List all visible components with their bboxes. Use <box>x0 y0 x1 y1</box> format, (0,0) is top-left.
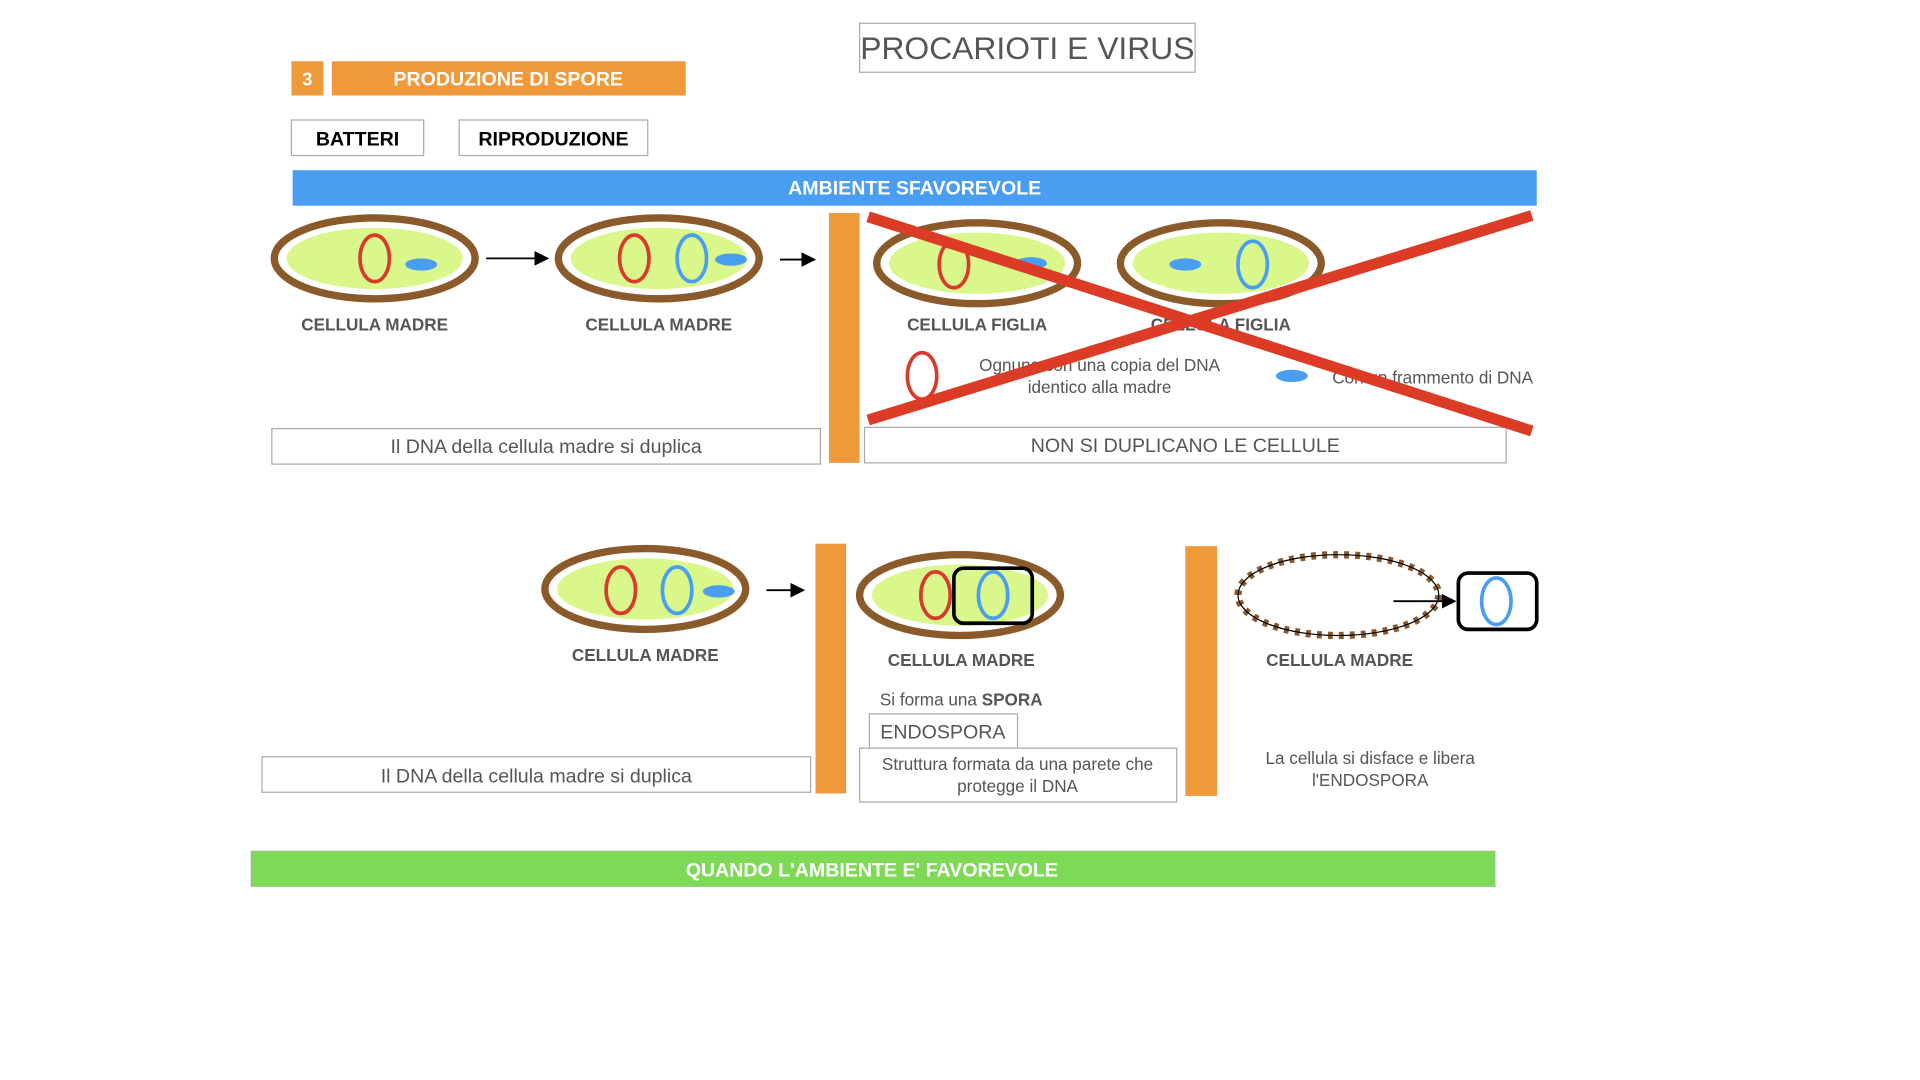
cell-label: CELLULA MADRE <box>1266 650 1413 670</box>
dna-blue-icon <box>660 565 694 616</box>
cell-label: CELLULA MADRE <box>888 650 1035 670</box>
divider-bar <box>815 543 847 794</box>
plasmid-icon <box>702 585 735 598</box>
caption-no-duplicate: NON SI DUPLICANO LE CELLULE <box>863 426 1507 464</box>
plasmid-icon <box>405 258 438 271</box>
cell-label: CELLULA MADRE <box>301 315 448 335</box>
endospora-label: ENDOSPORA <box>868 713 1019 749</box>
caption-duplicates: Il DNA della cellula madre si duplica <box>271 427 822 465</box>
svg-text:Struttura formata da una paret: Struttura formata da una parete che <box>882 754 1153 774</box>
svg-text:protegge il DNA: protegge il DNA <box>957 776 1078 796</box>
dna-blue-icon <box>1236 239 1270 290</box>
svg-text:Il DNA della cellula madre si: Il DNA della cellula madre si duplica <box>381 765 692 787</box>
svg-text:ENDOSPORA: ENDOSPORA <box>880 721 1006 743</box>
dissolving-cell <box>1234 551 1443 640</box>
svg-text:AMBIENTE SFAVOREVOLE: AMBIENTE SFAVOREVOLE <box>788 178 1041 200</box>
svg-text:QUANDO L'AMBIENTE E' FAVOREVOL: QUANDO L'AMBIENTE E' FAVOREVOLE <box>686 860 1058 882</box>
svg-text:Il DNA della cellula madre si: Il DNA della cellula madre si duplica <box>391 436 702 458</box>
cross-out-icon <box>866 210 1534 437</box>
tab-batteri[interactable]: BATTERI <box>290 119 425 157</box>
legend-red-text: identico alla madre <box>1028 377 1172 397</box>
divider-bar <box>828 213 860 463</box>
svg-text:3: 3 <box>302 69 312 90</box>
svg-text:PROCARIOTI E VIRUS: PROCARIOTI E VIRUS <box>860 30 1194 66</box>
favorable-banner: QUANDO L'AMBIENTE E' FAVOREVOLE <box>250 850 1496 887</box>
dna-blue-icon <box>675 233 709 284</box>
plasmid-icon <box>1169 258 1202 271</box>
cell-label: CELLULA MADRE <box>585 315 732 335</box>
release-text: l'ENDOSPORA <box>1312 770 1429 790</box>
dna-red-icon <box>918 570 953 621</box>
released-endospore <box>1456 571 1539 632</box>
cell-label: CELLULA MADRE <box>572 645 719 665</box>
unfavorable-banner: AMBIENTE SFAVOREVOLE <box>292 170 1537 206</box>
svg-text:BATTERI: BATTERI <box>316 129 399 151</box>
cell-mother-1 <box>270 214 479 303</box>
struttura-description: Struttura formata da una parete che prot… <box>858 747 1178 803</box>
divider-bar <box>1185 546 1218 796</box>
svg-text:PRODUZIONE DI SPORE: PRODUZIONE DI SPORE <box>393 69 623 91</box>
svg-text:RIPRODUZIONE: RIPRODUZIONE <box>478 129 628 151</box>
dna-blue-icon <box>976 570 1010 621</box>
cell-label: CELLULA FIGLIA <box>907 315 1047 335</box>
legend-red-dna-icon <box>905 350 939 402</box>
spore-wall-icon <box>952 566 1035 626</box>
dna-red-icon <box>604 565 638 616</box>
legend-plasmid-icon <box>1275 369 1308 383</box>
dna-red-icon <box>358 233 392 284</box>
plasmid-icon <box>715 253 747 266</box>
release-text: La cellula si disface e libera <box>1265 748 1475 768</box>
dna-blue-icon <box>1479 576 1513 627</box>
dna-red-icon <box>617 233 651 284</box>
cell-mother-3 <box>541 544 750 634</box>
cell-daughter-2 <box>1116 219 1325 308</box>
section-title: PRODUZIONE DI SPORE <box>331 61 686 96</box>
cell-mother-2 <box>554 214 763 303</box>
svg-text:NON SI DUPLICANO LE CELLULE: NON SI DUPLICANO LE CELLULE <box>1031 435 1340 457</box>
cell-with-spore <box>855 551 1065 640</box>
caption-duplicates-bottom: Il DNA della cellula madre si duplica <box>261 756 812 793</box>
page-title: PROCARIOTI E VIRUS <box>858 22 1196 73</box>
section-number-badge: 3 <box>291 61 324 96</box>
tab-riproduzione[interactable]: RIPRODUZIONE <box>458 119 649 157</box>
spore-text: Si forma una SPORA <box>880 689 1043 709</box>
